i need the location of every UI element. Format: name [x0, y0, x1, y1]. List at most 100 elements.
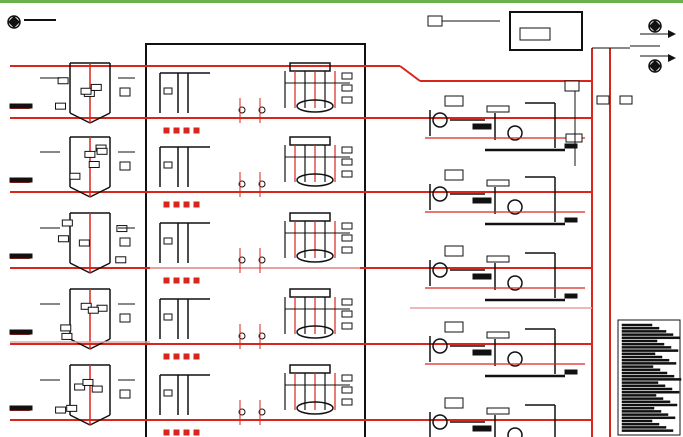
- row-4-tag-bar: [9, 329, 33, 335]
- row-5-reactor-tag-4: [91, 385, 103, 393]
- row-1-cluster-tag-2: [341, 96, 353, 104]
- control-panel-frame: [145, 43, 366, 437]
- row-3-reactor-bottom-r: [89, 262, 111, 274]
- row-3-reactor-tag-1: [115, 256, 127, 264]
- row-4-unit-vessel-2: [507, 351, 523, 367]
- row-1-unit-vessel-2: [507, 125, 523, 141]
- legend-line-22: [621, 390, 680, 394]
- legend-line-7: [621, 342, 665, 346]
- row-4-unit-base-tag: [564, 369, 578, 375]
- row-1-reactor-bottom-r: [89, 112, 111, 124]
- row-2-unit-vessel-2: [507, 199, 523, 215]
- upper-instrument-2: [565, 133, 583, 143]
- row-4-colA-mark-2: [183, 353, 190, 360]
- row-1-reactor-tag-4: [90, 83, 102, 91]
- row-4-reactor-tag-4: [60, 324, 72, 332]
- row-2-reactor-tag-2: [84, 150, 96, 158]
- row-3-unit-tag-2: [486, 255, 510, 263]
- row-4-colA-mark-3: [193, 353, 200, 360]
- row-5-colA-mark-1: [173, 429, 180, 436]
- row-3-unit-vessel: [432, 262, 448, 278]
- row-2-colA-mark-2: [183, 201, 190, 208]
- row-3-reactor-tag-4: [78, 239, 90, 247]
- legend-line-4: [621, 333, 674, 336]
- row-3-gauge-1: [238, 256, 246, 264]
- legend-line-6: [621, 339, 658, 343]
- row-3-cluster-tank: [296, 249, 334, 263]
- row-1-reactor-tag-3: [54, 102, 66, 110]
- row-1-unit-tag-2: [486, 105, 510, 113]
- row-5-gauge-2: [258, 408, 266, 416]
- row-3-unit-bar: [472, 273, 492, 280]
- row-2-reactor-tag-3: [96, 147, 108, 155]
- row-2-unit-base-tag: [564, 217, 578, 223]
- row-2-reactor-tag-4: [88, 160, 100, 168]
- row-5-side-valve: [119, 389, 131, 399]
- row-3-reactor-tag-3: [116, 225, 128, 233]
- row-2-cluster-tag-2: [341, 170, 353, 178]
- legend-line-14: [621, 365, 654, 368]
- row-3-side-valve: [119, 237, 131, 247]
- legend-line-33: [621, 426, 667, 429]
- legend-line-30: [621, 416, 676, 420]
- row-1-unit-tag-1: [444, 95, 464, 107]
- row-4-reactor-tag-3: [87, 306, 99, 314]
- row-3-gauge-2: [258, 256, 266, 264]
- row-4-gauge-1: [238, 332, 246, 340]
- row-2-cluster-tag-1: [341, 158, 353, 166]
- row-2-tag-bar: [9, 177, 33, 183]
- legend-line-27: [621, 406, 655, 410]
- legend-line-15: [621, 368, 661, 372]
- legend-line-20: [621, 384, 666, 388]
- row-1-colA-mark-3: [193, 127, 200, 134]
- row-3-reactor-bottom-l: [69, 262, 91, 274]
- legend-line-8: [621, 346, 672, 349]
- legend-line-25: [621, 400, 671, 404]
- legend-line-10: [621, 352, 656, 356]
- legend-line-11: [621, 355, 663, 359]
- legend-line-16: [621, 371, 668, 375]
- row-5-cluster-tank: [296, 401, 334, 415]
- row-5-colA-mark-2: [183, 429, 190, 436]
- row-5-tag-bar: [9, 405, 33, 411]
- row-4-side-valve: [119, 313, 131, 323]
- row-5-colA-mark-0: [163, 429, 170, 436]
- schematic-svg: [7, 11, 682, 437]
- row-4-colA-mark-0: [163, 353, 170, 360]
- row-2-gauge-1: [238, 180, 246, 188]
- upper-instrument-1: [564, 80, 580, 92]
- row-3-cluster-tag-2: [341, 246, 353, 254]
- legend-line-32: [621, 422, 660, 426]
- row-1-reactor-bottom-l: [69, 112, 91, 124]
- row-1-gauge-1: [238, 106, 246, 114]
- row-5-unit-bar: [472, 425, 492, 432]
- row-3-colA-box: [163, 237, 173, 245]
- legend-line-13: [621, 362, 677, 365]
- row-4-colA-box: [163, 313, 173, 321]
- row-1-unit-bar: [472, 123, 492, 130]
- row-4-cluster-tag-2: [341, 322, 353, 330]
- row-4-reactor-bottom-r: [89, 338, 111, 350]
- top-instrument: [427, 15, 443, 27]
- compass-icon-diamond: [8, 16, 20, 28]
- row-4-gauge-2: [258, 332, 266, 340]
- row-4-cluster-tag-0: [341, 298, 353, 306]
- compass-icon-diamond: [649, 60, 661, 72]
- row-1-colA-box: [163, 87, 173, 95]
- row-1-reactor-tag-2: [80, 87, 92, 95]
- row-5-colA-mark-3: [193, 429, 200, 436]
- row-1-colA-mark-0: [163, 127, 170, 134]
- row-2-cluster-tank: [296, 173, 334, 187]
- legend-line-23: [621, 394, 657, 397]
- row-2-colA-mark-1: [173, 201, 180, 208]
- row-5-cluster-tag-2: [341, 398, 353, 406]
- top-vessel-inner: [519, 27, 551, 41]
- row-3-reactor-tag-2: [57, 235, 69, 243]
- row-2-cluster-top: [289, 136, 331, 146]
- row-3-tag-bar: [9, 253, 33, 259]
- legend-line-26: [621, 403, 678, 407]
- row-1-colA-mark-1: [173, 127, 180, 134]
- row-4-unit-vessel: [432, 338, 448, 354]
- legend-line-3: [621, 330, 667, 333]
